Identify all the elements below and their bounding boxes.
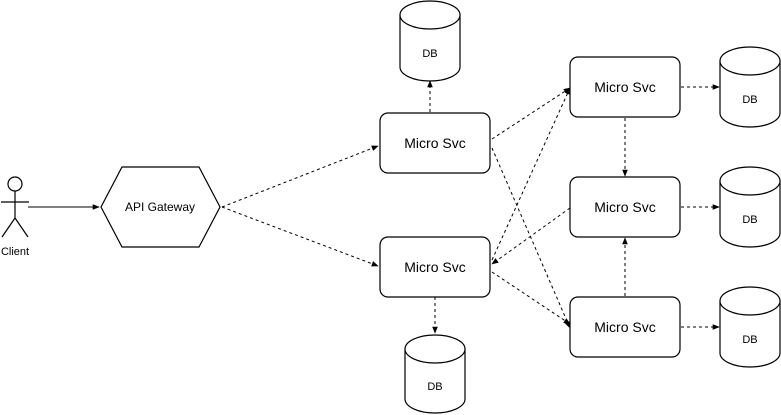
microservice-node-1[interactable]: Micro Svc xyxy=(379,112,491,174)
microservice-label: Micro Svc xyxy=(404,259,465,275)
database-icon xyxy=(399,0,461,82)
database-label: DB xyxy=(742,214,757,226)
database-label: DB xyxy=(422,48,437,60)
edge-s2-s5 xyxy=(491,271,571,325)
edge-gateway-s2 xyxy=(221,206,379,267)
microservice-label: Micro Svc xyxy=(594,199,655,215)
client-label: Client xyxy=(1,246,29,258)
microservice-label: Micro Svc xyxy=(594,319,655,335)
api-gateway-node[interactable]: API Gateway xyxy=(100,166,221,248)
api-gateway-label: API Gateway xyxy=(125,200,195,214)
database-node-3[interactable]: DB xyxy=(719,46,781,128)
database-icon xyxy=(719,286,781,368)
edges xyxy=(28,80,720,334)
microservice-label: Micro Svc xyxy=(404,135,465,151)
microservice-node-4[interactable]: Micro Svc xyxy=(569,176,681,238)
database-label: DB xyxy=(742,94,757,106)
user-icon xyxy=(1,176,29,238)
database-label: DB xyxy=(742,334,757,346)
database-icon xyxy=(404,334,466,414)
database-label: DB xyxy=(427,381,442,393)
edge-s2-s3 xyxy=(491,87,571,261)
database-node-5[interactable]: DB xyxy=(719,286,781,368)
microservice-node-5[interactable]: Micro Svc xyxy=(569,296,681,358)
database-node-1[interactable]: DB xyxy=(399,0,461,82)
client-actor[interactable]: Client xyxy=(1,176,29,258)
database-icon xyxy=(719,166,781,248)
database-node-4[interactable]: DB xyxy=(719,166,781,248)
database-icon xyxy=(719,46,781,128)
microservice-label: Micro Svc xyxy=(594,79,655,95)
edge-s1-s3 xyxy=(491,87,571,140)
microservice-node-3[interactable]: Micro Svc xyxy=(569,56,681,118)
edge-gateway-s1 xyxy=(221,145,379,208)
microservice-node-2[interactable]: Micro Svc xyxy=(379,236,491,298)
database-node-2[interactable]: DB xyxy=(404,334,466,414)
edge-s1-s5 xyxy=(491,147,571,329)
edge-s4-s2 xyxy=(491,207,571,265)
